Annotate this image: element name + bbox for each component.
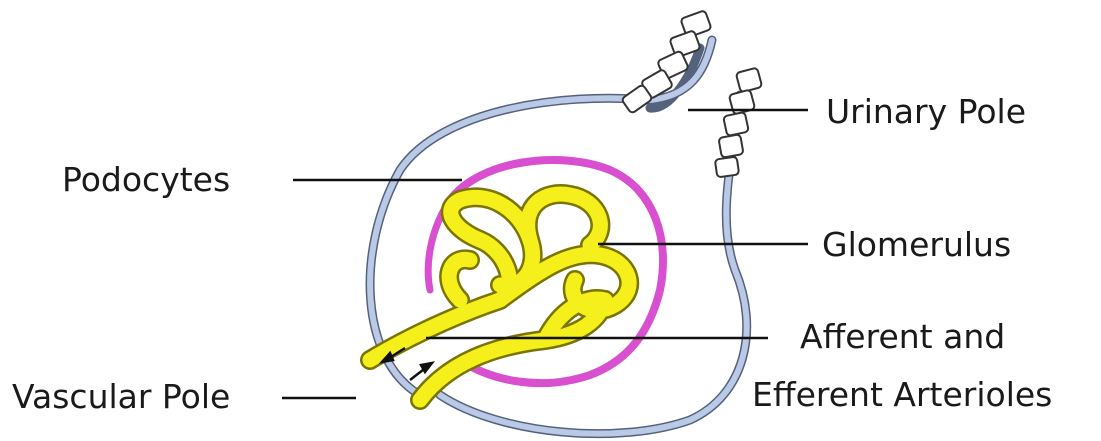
label-glomerulus: Glomerulus <box>822 228 1011 261</box>
label-afferent-line1: Afferent and <box>800 320 1005 353</box>
bowmans-capsule-outer-fill <box>370 40 747 434</box>
tubule-cells <box>621 10 762 177</box>
glomerulus-tuft <box>370 194 629 400</box>
label-vascular-pole: Vascular Pole <box>12 380 230 413</box>
label-urinary-pole: Urinary Pole <box>826 95 1026 128</box>
label-afferent-line2: Efferent Arterioles <box>752 378 1052 411</box>
label-podocytes: Podocytes <box>62 163 230 196</box>
